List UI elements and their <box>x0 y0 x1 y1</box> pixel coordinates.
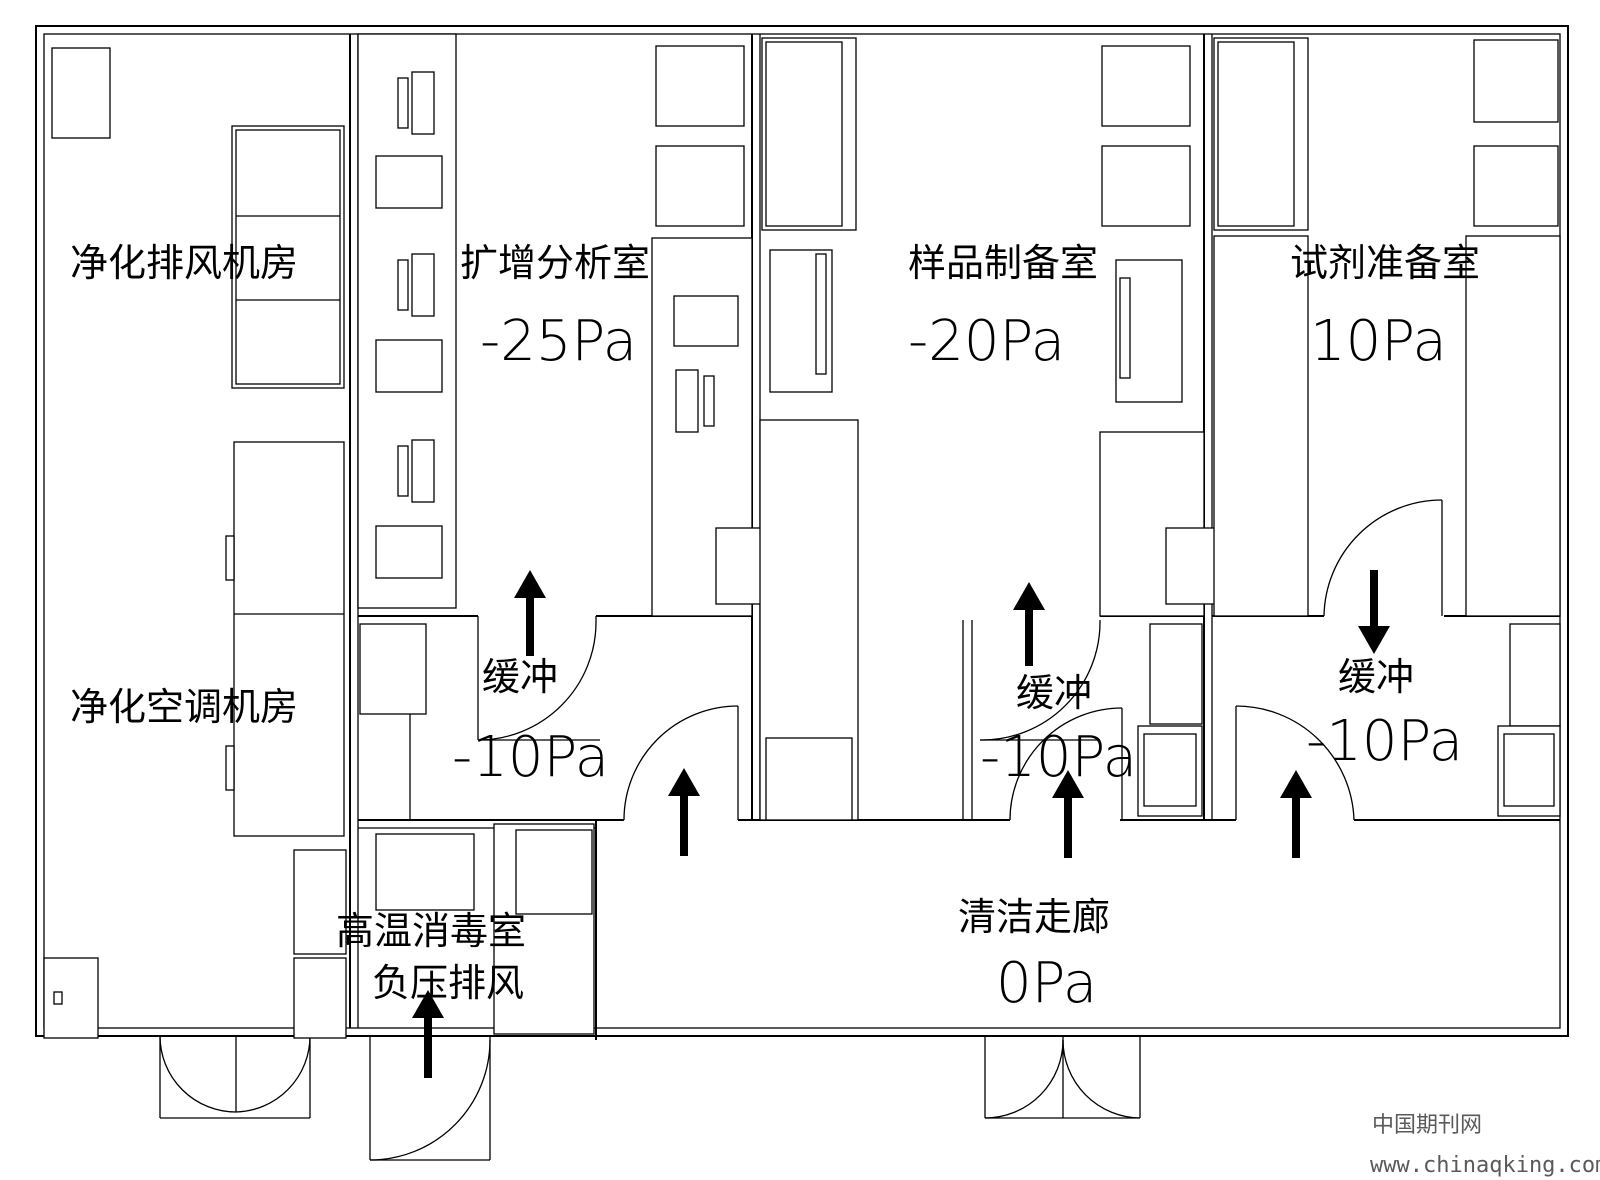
room-labels: 净化排风机房 净化空调机房 扩增分析室 -25Pa 样品制备室 -20Pa 试剂… <box>70 241 1480 1016</box>
pressure-corridor: 0Pa <box>996 951 1097 1016</box>
airflow-arrows <box>412 570 1390 1078</box>
sample-prep-fixtures <box>759 37 1245 821</box>
pressure-buffer-2: -10Pa <box>980 725 1137 790</box>
doors <box>159 499 1443 1161</box>
label-sterilization-note: 负压排风 <box>372 961 524 1005</box>
reagent-fixtures <box>1213 37 1561 817</box>
label-buffer-1: 缓冲 <box>482 655 558 699</box>
label-exhaust-room: 净化排风机房 <box>70 241 298 285</box>
label-buffer-3: 缓冲 <box>1338 655 1414 699</box>
arrow-up-icon <box>514 570 546 656</box>
arrow-up-icon <box>1052 770 1084 858</box>
arrow-up-icon <box>1280 770 1312 858</box>
pressure-buffer-3: -10Pa <box>1306 709 1463 774</box>
pressure-reagent-prep: 10Pa <box>1310 309 1447 374</box>
arrow-up-icon <box>412 990 444 1078</box>
watermark-url: www.chinaqking.com <box>1370 1153 1600 1178</box>
label-sterilization: 高温消毒室 <box>336 909 526 953</box>
watermark-cn: 中国期刊网 <box>1372 1113 1482 1138</box>
label-corridor: 清洁走廊 <box>958 895 1110 939</box>
label-amplification: 扩增分析室 <box>460 241 650 285</box>
label-reagent-prep: 试剂准备室 <box>1290 241 1480 285</box>
amplification-fixtures <box>357 33 795 715</box>
pressure-sample-prep: -20Pa <box>908 309 1065 374</box>
watermark: 中国期刊网 www.chinaqking.com <box>1370 1113 1600 1178</box>
arrow-up-icon <box>668 768 700 856</box>
label-buffer-2: 缓冲 <box>1016 671 1092 715</box>
label-sample-prep: 样品制备室 <box>908 241 1098 285</box>
pressure-buffer-1: -10Pa <box>452 725 609 790</box>
utility-fixtures <box>43 47 347 1039</box>
pressure-amplification: -25Pa <box>480 309 637 374</box>
arrow-up-icon <box>1013 582 1045 666</box>
sterilization-fixtures <box>375 823 595 1035</box>
arrow-down-icon <box>1358 570 1390 654</box>
label-ac-room: 净化空调机房 <box>70 685 298 729</box>
